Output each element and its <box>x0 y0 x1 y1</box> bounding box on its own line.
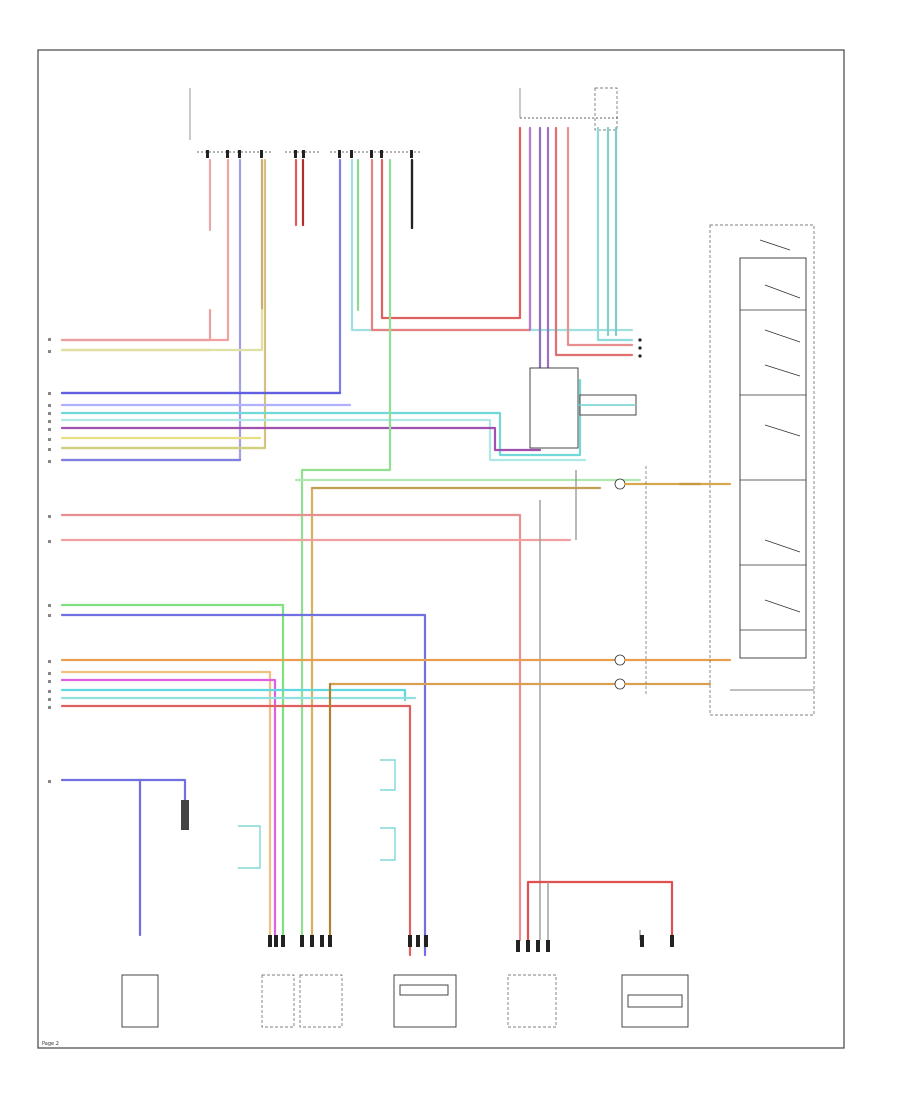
switch-contacts <box>740 239 806 631</box>
bottom-pins <box>268 935 674 952</box>
bottom-connector-4 <box>507 974 557 1028</box>
inline-connector-low <box>614 678 626 690</box>
bottom-connector-2 <box>299 974 343 1028</box>
switch-block <box>739 257 807 659</box>
bottom-module-3 <box>393 974 457 1028</box>
bottom-connector-1 <box>261 974 295 1028</box>
top-pins <box>206 150 413 158</box>
inline-connector-top <box>614 478 626 490</box>
relay-box <box>529 367 579 449</box>
ground-icon <box>638 338 642 358</box>
combination-switch-frame <box>709 224 815 716</box>
page-id: Page 2 <box>42 1041 59 1047</box>
top-connector-right <box>519 87 620 131</box>
left-module <box>121 974 159 1028</box>
pin-number-column <box>48 338 51 783</box>
top-connector-left <box>189 88 420 153</box>
inline-connector-mid <box>614 654 626 666</box>
ground-icon <box>181 800 189 830</box>
diagram-frame <box>37 49 845 1049</box>
